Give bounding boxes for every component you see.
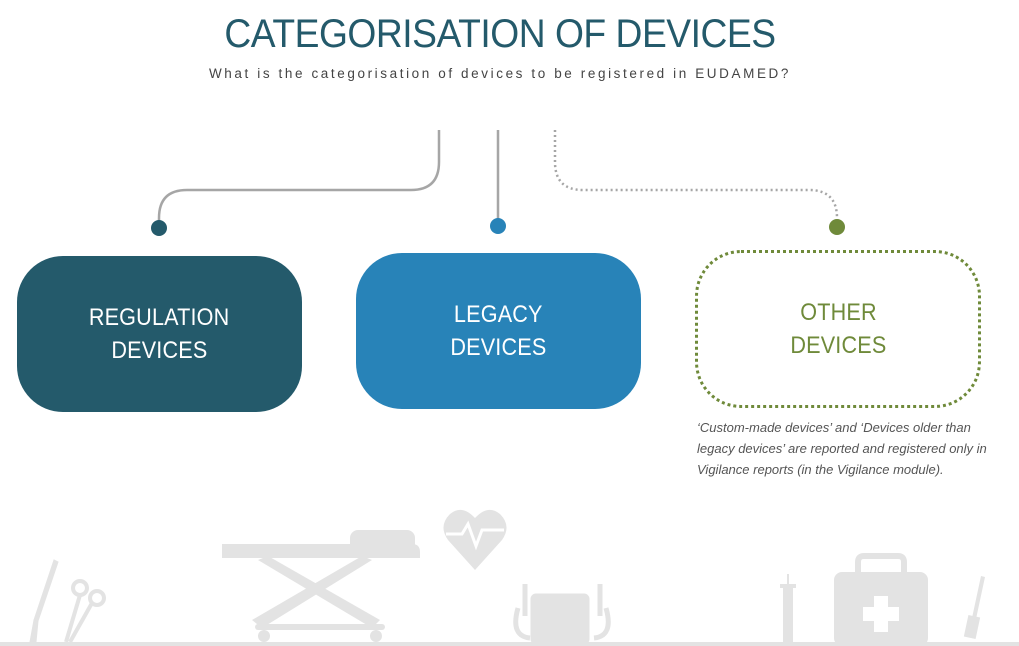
connector-lines bbox=[151, 130, 845, 236]
other-devices-note: ‘Custom-made devices’ and ‘Devices older… bbox=[697, 420, 987, 477]
scissors-icon bbox=[64, 579, 106, 643]
legacy-devices-box: LEGACY DEVICES bbox=[356, 253, 641, 409]
first-aid-kit-icon bbox=[834, 553, 928, 646]
other-devices-line1: OTHER bbox=[799, 299, 877, 326]
heart-rate-icon bbox=[443, 509, 507, 570]
floor-line bbox=[0, 642, 1019, 646]
scalpel-icon bbox=[29, 559, 59, 643]
other-devices-line2: DEVICES bbox=[789, 332, 887, 359]
connector-other bbox=[553, 130, 839, 226]
node-dot-other bbox=[829, 219, 845, 235]
connector-regulation bbox=[157, 130, 441, 226]
node-dot-regulation bbox=[151, 220, 167, 236]
page-subtitle: What is the categorisation of devices to… bbox=[208, 66, 792, 81]
medical-decoration bbox=[0, 509, 1019, 646]
stretcher-icon bbox=[222, 530, 420, 642]
page-title: CATEGORISATION OF DEVICES bbox=[224, 12, 776, 56]
monitor-icon bbox=[513, 584, 611, 645]
regulation-devices-box: REGULATION DEVICES bbox=[17, 256, 302, 412]
other-devices-box: OTHER DEVICES bbox=[695, 250, 981, 408]
legacy-devices-line1: LEGACY bbox=[454, 301, 543, 328]
node-dot-legacy bbox=[490, 218, 506, 234]
regulation-devices-line1: REGULATION bbox=[89, 304, 230, 331]
syringe-icon bbox=[780, 574, 796, 642]
legacy-devices-line2: DEVICES bbox=[450, 334, 547, 361]
regulation-devices-line2: DEVICES bbox=[111, 337, 208, 364]
syringe-right-icon bbox=[963, 576, 985, 640]
